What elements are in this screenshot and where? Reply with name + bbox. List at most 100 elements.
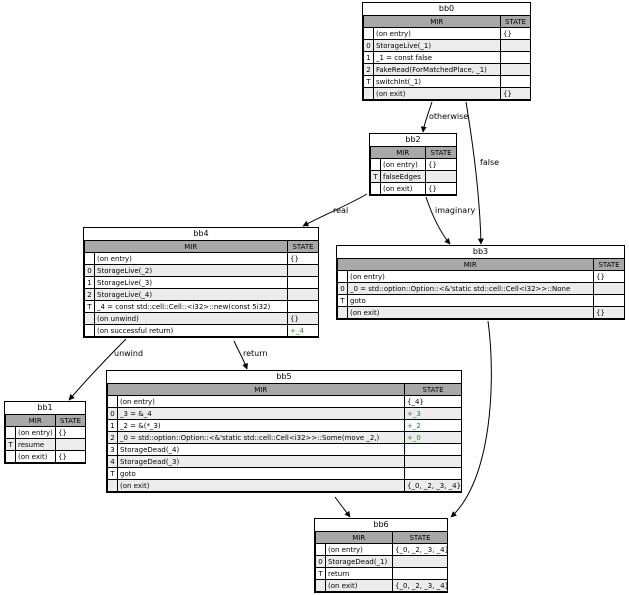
row-mir: StorageLive(_4) — [94, 288, 288, 301]
header-state: STATE — [287, 240, 319, 253]
statement-row: (on entry){} — [337, 270, 625, 283]
row-mir: switchInt(_1) — [373, 75, 501, 88]
row-state: {} — [500, 87, 531, 100]
row-index — [363, 87, 374, 100]
edge-bb4-bb1 — [68, 338, 127, 401]
row-mir: (on exit) — [15, 450, 56, 463]
row-mir: goto — [117, 467, 405, 480]
row-index — [337, 270, 348, 283]
row-index: 0 — [363, 39, 374, 52]
row-state — [404, 467, 462, 480]
statement-row: (on exit){} — [337, 306, 625, 319]
statement-row: (on exit){_0, _2, _3, _4} — [107, 479, 462, 492]
row-state: {} — [425, 158, 457, 171]
header-mir: MIR — [94, 240, 288, 253]
row-mir: StorageDead(_3) — [117, 455, 405, 468]
row-mir: _4 = const std::cell::Cell::<i32>::new(c… — [94, 300, 288, 313]
row-mir: StorageDead(_1) — [325, 555, 393, 568]
edge-bb2-bb3 — [425, 196, 451, 245]
statement-row: 1_1 = const false — [363, 51, 531, 64]
row-state — [500, 39, 531, 52]
row-index — [107, 395, 118, 408]
row-state — [287, 276, 319, 289]
row-state: {} — [55, 450, 86, 463]
statement-row: (on exit){} — [363, 87, 531, 100]
row-index — [337, 306, 348, 319]
row-state — [500, 51, 531, 64]
row-state — [500, 75, 531, 88]
row-mir: (on entry) — [373, 27, 501, 40]
row-index — [84, 312, 95, 325]
row-index: T — [315, 567, 326, 580]
row-index: 0 — [337, 282, 348, 295]
header-index-cell — [363, 15, 374, 28]
row-index — [363, 27, 374, 40]
row-state — [392, 567, 448, 580]
statement-row: T_4 = const std::cell::Cell::<i32>::new(… — [84, 300, 319, 313]
edge-label: return — [243, 349, 267, 358]
row-state — [392, 555, 448, 568]
row-mir: StorageLive(_3) — [94, 276, 288, 289]
row-mir: (on entry) — [94, 252, 288, 265]
row-state: {_0, _2, _3, _4} — [404, 479, 462, 492]
row-state — [287, 288, 319, 301]
row-mir: StorageLive(_1) — [373, 39, 501, 52]
header-mir: MIR — [373, 15, 501, 28]
row-mir: (on entry) — [117, 395, 405, 408]
statement-row: (on entry){} — [363, 27, 531, 40]
row-index — [370, 158, 381, 171]
edge-bb3-bb6 — [450, 320, 492, 518]
statement-row: (on exit){} — [5, 450, 86, 463]
header-state: STATE — [55, 414, 86, 427]
header-state: STATE — [593, 258, 625, 271]
edge-label: imaginary — [435, 206, 475, 215]
header-index-cell — [107, 383, 118, 396]
row-index: 1 — [84, 276, 95, 289]
statement-row: (on exit){_0, _2, _3, _4} — [315, 579, 448, 592]
row-state: {} — [500, 27, 531, 40]
edge-bb2-bb4 — [302, 193, 368, 227]
row-mir: _1 = const false — [373, 51, 501, 64]
edge-bb5-bb6 — [334, 496, 351, 518]
row-index: 4 — [107, 455, 118, 468]
statement-row: (on entry){_4} — [107, 395, 462, 408]
row-index: 3 — [107, 443, 118, 456]
edge-bb0-bb2 — [420, 101, 433, 133]
row-mir: (on entry) — [15, 426, 56, 439]
header-mir: MIR — [325, 531, 393, 544]
row-index — [315, 579, 326, 592]
row-state: {} — [425, 182, 457, 195]
row-mir: (on entry) — [325, 543, 393, 556]
row-state: {} — [287, 312, 319, 325]
row-index: T — [370, 170, 381, 183]
row-mir: _0 = std::option::Option::<&'static std:… — [117, 431, 405, 444]
row-mir: (on exit) — [380, 182, 426, 195]
node-title: bb6 — [373, 520, 389, 529]
statement-row: 1_2 = &(*_3)+_2 — [107, 419, 462, 432]
row-mir: (on unwind) — [94, 312, 288, 325]
row-index — [84, 324, 95, 337]
row-mir: FakeRead(ForMatchedPlace, _1) — [373, 63, 501, 76]
edge-label: real — [333, 206, 348, 215]
row-state — [593, 282, 625, 295]
